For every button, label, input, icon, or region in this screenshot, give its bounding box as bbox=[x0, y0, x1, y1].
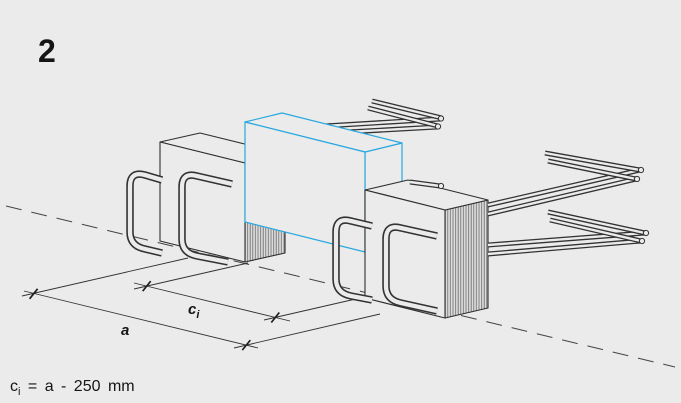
dimension-line bbox=[133, 282, 291, 322]
formula-symbol: c bbox=[10, 378, 18, 395]
rebar-hook-core bbox=[383, 225, 438, 314]
rebar-bar bbox=[409, 179, 441, 189]
rebar-bar-core bbox=[549, 218, 642, 243]
rebar-hooks bbox=[126, 170, 438, 315]
rebar-end bbox=[637, 166, 645, 174]
extension-line bbox=[133, 262, 249, 290]
left-block-front-face bbox=[159, 141, 246, 263]
right-block-side-face bbox=[444, 199, 489, 319]
rebar-bar bbox=[547, 158, 637, 182]
rebar-hook bbox=[382, 223, 438, 315]
rebar-bar-core bbox=[409, 180, 441, 188]
dimension-ci-symbol: c bbox=[188, 301, 197, 318]
dimension-a: a bbox=[21, 257, 381, 351]
rebar-bar bbox=[367, 105, 439, 129]
rebar-bar-core bbox=[547, 210, 646, 235]
rebar-bar-core bbox=[547, 159, 637, 181]
rebar-group-right-lower bbox=[487, 209, 650, 257]
dimension-line bbox=[23, 290, 259, 349]
rebar-end bbox=[633, 175, 641, 183]
extension-line bbox=[233, 313, 381, 349]
rebar-bar bbox=[547, 209, 646, 236]
rebar-bar-core bbox=[371, 99, 443, 120]
formula: ci = a - 250 mm bbox=[10, 378, 135, 398]
rebar-hook bbox=[332, 216, 373, 304]
dimension-tick bbox=[270, 311, 280, 324]
formula-rest: = a - 250 mm bbox=[20, 378, 134, 395]
rebar-bar-core bbox=[544, 151, 641, 172]
rebar-hook-core bbox=[127, 172, 163, 256]
rebar-bar bbox=[549, 217, 642, 244]
rebar-bar bbox=[487, 238, 642, 257]
rebar-end bbox=[638, 237, 646, 245]
rebar-hook bbox=[178, 171, 233, 266]
rebar-end bbox=[642, 229, 650, 237]
dimension-tick bbox=[142, 280, 152, 292]
extension-line bbox=[263, 297, 361, 321]
rebar-bar-core bbox=[367, 106, 439, 128]
rebar-bar bbox=[487, 176, 637, 217]
figure-number: 2 bbox=[38, 33, 56, 69]
dimension-ci-label: ci bbox=[188, 301, 200, 321]
rebar-end bbox=[437, 115, 445, 122]
dimension-a-label: a bbox=[121, 322, 129, 339]
rebar-end bbox=[434, 123, 442, 130]
dimension-ci-subscript: i bbox=[196, 309, 200, 321]
dimension-tick bbox=[28, 288, 39, 300]
rebar-group-block-top bbox=[409, 179, 445, 190]
extension-line bbox=[21, 257, 189, 297]
rebar-hook-core bbox=[179, 173, 233, 265]
rebar-hook-core bbox=[333, 218, 373, 303]
rebar-hook bbox=[126, 170, 164, 257]
rebar-bar bbox=[371, 98, 443, 121]
right-block-front-face bbox=[364, 189, 446, 319]
rebar-bar bbox=[544, 150, 641, 173]
rebar-group-right-upper bbox=[487, 150, 645, 217]
dimension-ci: ci bbox=[133, 262, 361, 324]
formula-subscript: i bbox=[18, 386, 20, 398]
dimension-tick bbox=[241, 339, 251, 351]
rebar-bar-core bbox=[487, 239, 642, 256]
rebar-bar-core bbox=[487, 177, 637, 216]
rebar-end bbox=[437, 182, 445, 190]
